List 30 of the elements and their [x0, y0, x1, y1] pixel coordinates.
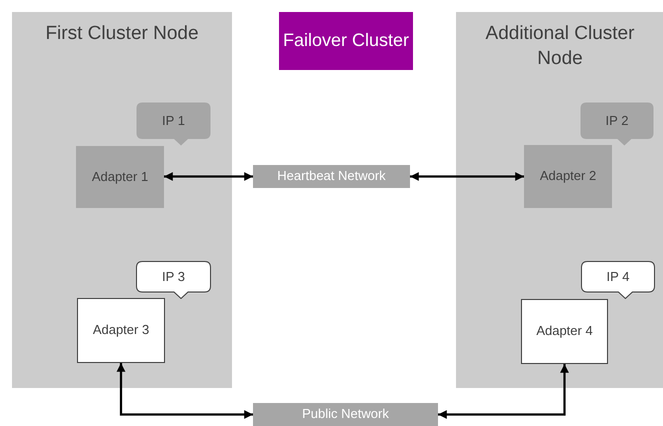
label-text: Adapter 4	[536, 323, 593, 340]
title-banner	[279, 12, 413, 70]
arrow	[164, 172, 253, 181]
network-bar	[253, 403, 438, 426]
label-text: Adapter 1	[92, 168, 148, 186]
adapter-box	[521, 299, 608, 364]
label-text: Public Network	[302, 406, 389, 423]
label-text: IP 1	[162, 112, 185, 130]
adapter-box	[77, 298, 165, 363]
adapter-box	[524, 145, 612, 208]
arrow	[116, 363, 253, 419]
arrow	[410, 172, 524, 181]
label-text: Adapter 2	[540, 168, 596, 185]
label-text: Heartbeat Network	[277, 168, 386, 185]
ip-callout	[136, 102, 211, 146]
arrow	[438, 364, 569, 419]
label-text: IP 4	[606, 268, 630, 286]
cluster-node-panel	[456, 12, 663, 388]
label-text: Adapter 3	[92, 322, 150, 339]
heading-text: Additional Cluster Node	[484, 22, 636, 71]
ip-callout	[580, 102, 654, 146]
adapter-box	[76, 146, 164, 208]
heading-text: Failover Cluster	[282, 29, 410, 52]
label-text: IP 3	[162, 268, 185, 286]
cluster-node-panel	[12, 12, 232, 388]
ip-callout	[136, 261, 211, 299]
label-text: IP 2	[606, 112, 628, 130]
ip-callout	[581, 261, 655, 299]
network-bar	[253, 165, 410, 188]
heading-text: First Cluster Node	[45, 22, 199, 46]
